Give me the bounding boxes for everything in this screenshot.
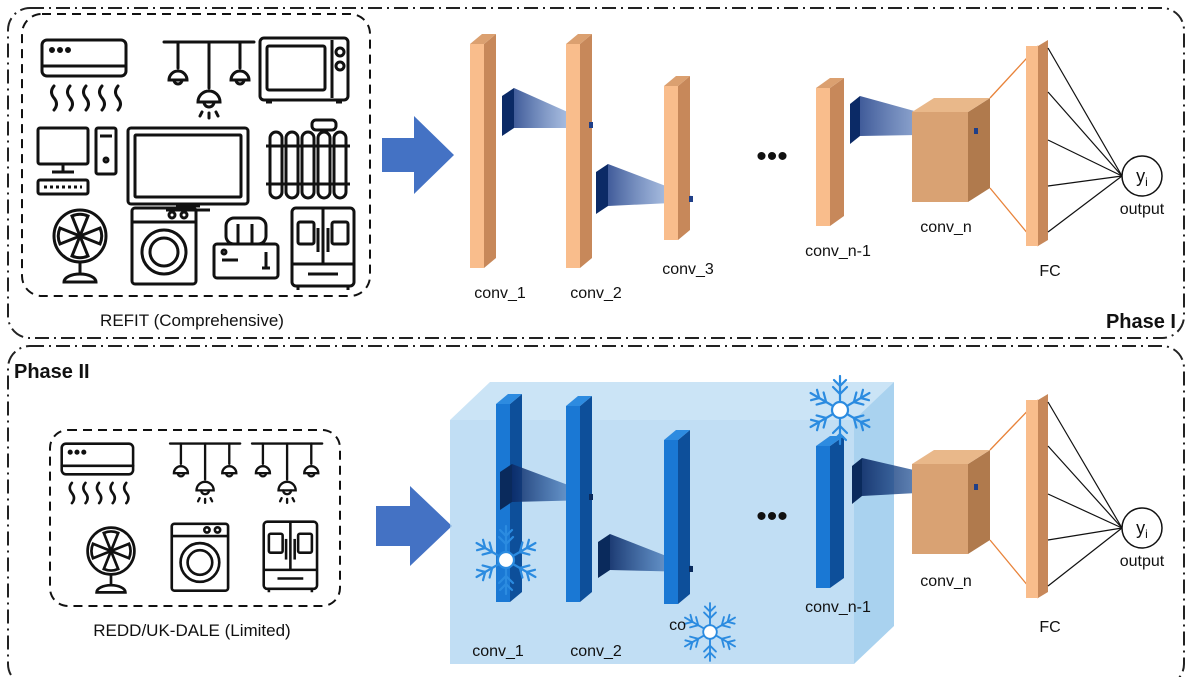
refrigerator-icon — [262, 520, 319, 594]
phase-1-conv-n-block — [912, 98, 990, 202]
toaster-icon — [212, 216, 280, 280]
microwave-icon — [258, 36, 350, 104]
phase-2-output-node — [1121, 507, 1163, 549]
phase-1-layer-label-conv-1: conv_1 — [474, 285, 526, 302]
phase-2-layer-label-conv-3: co — [669, 617, 686, 634]
phase-1-layer-label-conv-n: conv_n — [920, 219, 972, 236]
phase-2-fc-block — [1026, 394, 1048, 598]
phase-2-title: Phase II — [14, 361, 90, 383]
phase-2-layer-label-conv-1: conv_1 — [472, 643, 524, 660]
phase-1-layer-label-conv-n-1: conv_n-1 — [805, 243, 871, 260]
phase-2-ellipsis: ••• — [756, 500, 788, 533]
phase-2-output-links — [1047, 401, 1123, 587]
phase-1-conv-3-block — [664, 76, 693, 240]
phase-1-title: Phase I — [1106, 311, 1176, 333]
phase-1-output-node — [1121, 155, 1163, 197]
washing-machine-icon — [130, 206, 198, 286]
fan-icon — [52, 208, 108, 284]
ceiling-lamps-icon — [162, 40, 256, 120]
phase-2-panel: Phase II REDD/UK-DALE (Limited) — [7, 345, 1185, 677]
fan-icon — [86, 526, 136, 594]
phase-1-input-arrow — [382, 116, 454, 194]
refit-dataset-box — [21, 13, 371, 297]
redd-dataset-box — [49, 429, 341, 607]
phase-2-output-symbol: yi — [1136, 518, 1148, 541]
phase-2-conv-n-block — [912, 450, 990, 554]
redd-dataset-label: REDD/UK-DALE (Limited) — [93, 621, 290, 640]
phase-1-output-symbol: yi — [1136, 166, 1148, 189]
phase-1-fc-block — [1026, 40, 1048, 246]
phase-2-layer-label-conv-n: conv_n — [920, 573, 972, 590]
phase-2-input-arrow — [376, 486, 452, 566]
phase-2-conv-3-block — [664, 430, 693, 604]
refrigerator-icon — [290, 206, 356, 292]
washing-machine-icon — [170, 522, 230, 592]
phase-2-fc-label: FC — [1039, 619, 1060, 636]
air-conditioner-icon — [40, 38, 128, 112]
phase-1-output-label: output — [1120, 201, 1165, 218]
phase-1-panel: REFIT (Comprehensive) ••• — [7, 7, 1185, 339]
phase-1-output-links — [1047, 47, 1123, 233]
ceiling-lamps-icon — [250, 442, 324, 505]
phase-1-border — [7, 7, 1185, 339]
phase-2-output-label: output — [1120, 553, 1165, 570]
television-icon — [126, 126, 250, 212]
desktop-computer-icon — [36, 126, 118, 196]
phase-2-layer-label-conv-2: conv_2 — [570, 643, 622, 660]
phase-2-border — [7, 345, 1185, 677]
radiator-icon — [264, 118, 352, 200]
phase-1-ellipsis: ••• — [756, 140, 788, 173]
air-conditioner-icon — [60, 442, 135, 505]
phase-2-layer-label-conv-n-1: conv_n-1 — [805, 599, 871, 616]
phase-1-layer-label-conv-2: conv_2 — [570, 285, 622, 302]
phase-1-fc-label: FC — [1039, 263, 1060, 280]
refit-dataset-label: REFIT (Comprehensive) — [100, 311, 284, 330]
phase-1-layer-label-conv-3: conv_3 — [662, 261, 714, 278]
ceiling-lamps-icon — [168, 442, 242, 505]
